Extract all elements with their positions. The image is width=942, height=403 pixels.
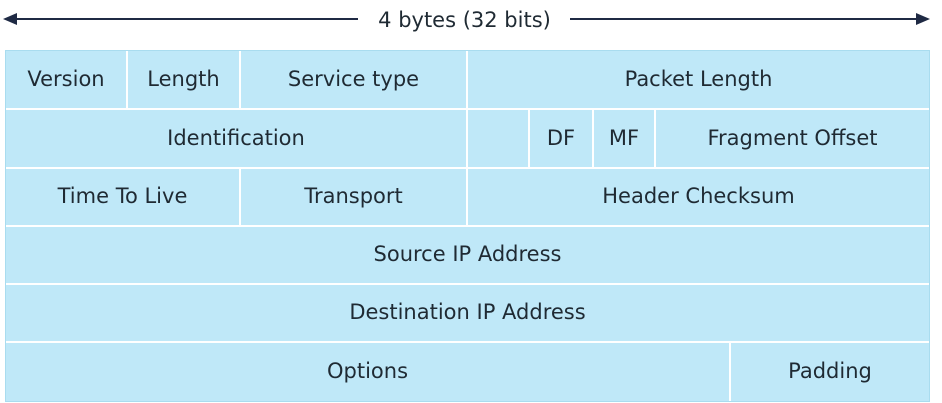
field-destination-ip-address: Destination IP Address [349, 300, 586, 325]
field-padding: Padding [788, 359, 872, 384]
field-reserved-flag [468, 110, 530, 167]
width-marker: 4 bytes (32 bits) [0, 0, 942, 42]
field-header-checksum: Header Checksum [602, 184, 795, 209]
field-length: Length [128, 51, 241, 108]
header-row: Version Length Service type Packet Lengt… [6, 51, 929, 110]
header-row: Source IP Address [6, 227, 929, 285]
field-mf: MF [594, 110, 656, 167]
width-arrow [3, 13, 930, 25]
header-row: Identification DF MF Fragment Offset [6, 110, 929, 169]
field-source-ip-address: Source IP Address [373, 242, 562, 267]
field-version: Version [6, 51, 128, 108]
field-packet-length: Packet Length [624, 66, 773, 91]
header-row: Time To Live Transport Header Checksum [6, 169, 929, 227]
field-options: Options [6, 343, 731, 401]
ip-header-diagram: Version Length Service type Packet Lengt… [5, 50, 930, 402]
field-service-type: Service type [241, 51, 468, 108]
field-time-to-live: Time To Live [6, 169, 241, 225]
arrowhead-left-icon [3, 13, 17, 25]
arrowhead-right-icon [916, 13, 930, 25]
width-label: 4 bytes (32 bits) [378, 8, 551, 32]
field-transport: Transport [241, 169, 468, 225]
header-row: Destination IP Address [6, 285, 929, 343]
field-fragment-offset: Fragment Offset [707, 125, 878, 150]
field-identification: Identification [6, 110, 468, 167]
header-row: Options Padding [6, 343, 929, 401]
field-df: DF [530, 110, 594, 167]
